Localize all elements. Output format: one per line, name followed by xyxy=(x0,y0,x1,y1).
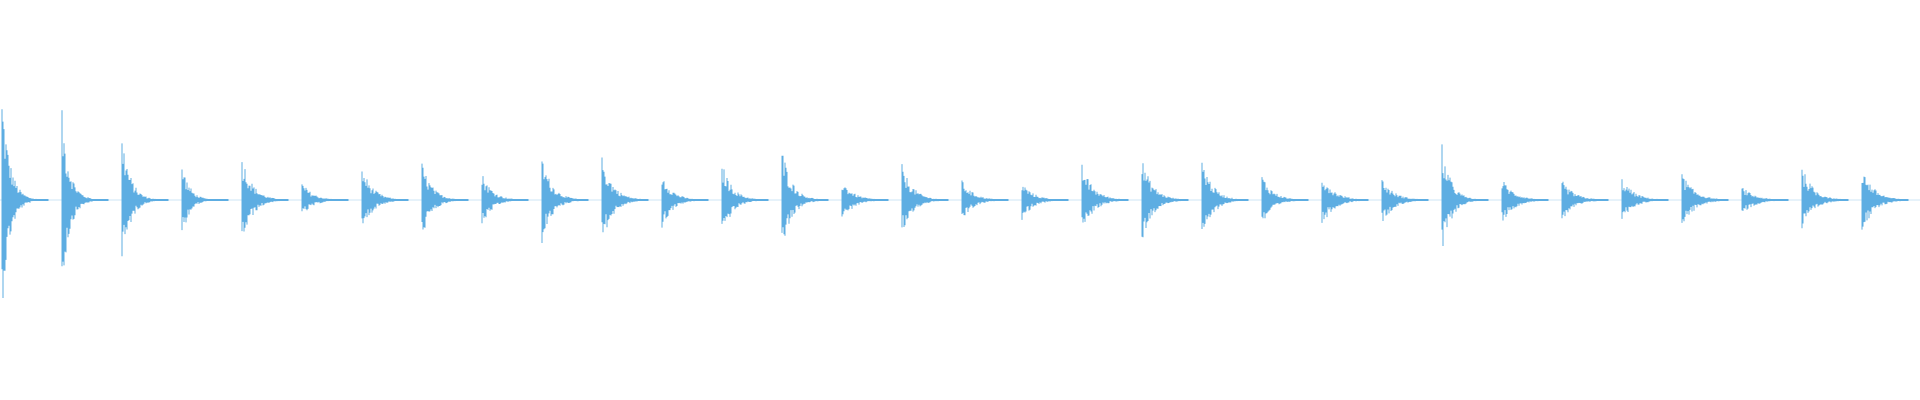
waveform-hit xyxy=(421,163,469,230)
waveform-hit xyxy=(181,169,229,231)
waveform-hit xyxy=(1141,163,1189,238)
waveform-hit xyxy=(601,157,649,233)
waveform-hit xyxy=(121,143,169,257)
waveform-hit xyxy=(301,184,349,212)
waveform-hit xyxy=(481,176,529,224)
waveform-hit xyxy=(961,180,1009,216)
waveform-hit xyxy=(901,164,949,228)
waveform-hit xyxy=(1561,181,1609,219)
waveform-hit xyxy=(1861,176,1909,230)
waveform-hit xyxy=(361,171,409,224)
waveform-hit xyxy=(1261,177,1309,219)
waveform-hit xyxy=(1201,162,1249,229)
waveform-hit xyxy=(841,187,889,217)
waveform-hit xyxy=(721,168,769,224)
waveform-hit xyxy=(781,155,829,236)
waveform-hit xyxy=(1321,182,1369,223)
waveform-hit xyxy=(541,161,589,243)
waveform-hit xyxy=(1681,174,1729,223)
waveform-hit xyxy=(61,110,109,267)
waveform-hit xyxy=(1621,179,1669,219)
waveform-hit xyxy=(661,181,709,228)
waveform-hit xyxy=(1801,169,1849,229)
waveform-hit xyxy=(1,109,49,298)
waveform-hit xyxy=(1741,188,1789,211)
waveform-hit xyxy=(1381,180,1429,221)
waveform-hit xyxy=(241,162,289,232)
waveform-hit xyxy=(1021,186,1069,220)
waveform-hit xyxy=(1501,182,1549,221)
waveform-hits xyxy=(0,109,1920,298)
waveform-hit xyxy=(1441,144,1489,246)
waveform-hit xyxy=(1081,164,1129,223)
